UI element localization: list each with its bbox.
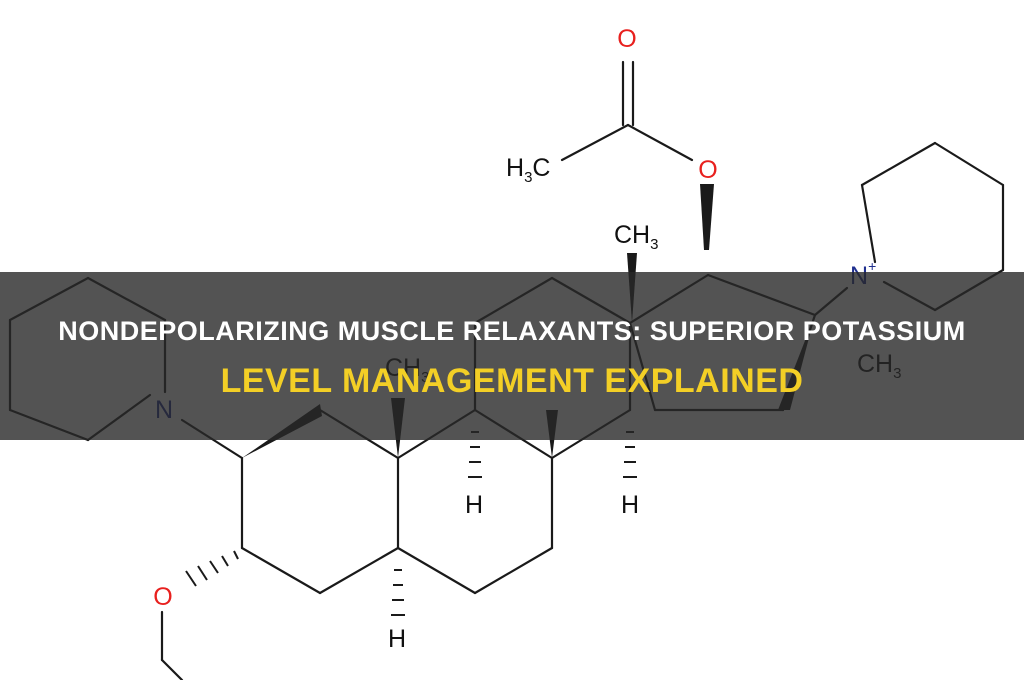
atom-methyl-h3c: H3C xyxy=(506,154,550,186)
banner-title-line-2: LEVEL MANAGEMENT EXPLAINED xyxy=(220,362,804,400)
wedge-o-c17 xyxy=(700,184,714,250)
steroid-ring-a xyxy=(160,404,405,680)
h3c-h: H xyxy=(506,154,524,182)
atom-hydrogen-c14: H xyxy=(621,491,639,519)
bond-b3 xyxy=(396,546,477,595)
h3c-subscript: 3 xyxy=(524,169,532,186)
bond-o-lower-acetyl xyxy=(160,658,184,680)
bond-a4 xyxy=(318,546,400,595)
h3c-c: C xyxy=(532,154,550,182)
acetyl-group xyxy=(560,60,714,250)
atom-hydrogen-c5: H xyxy=(388,625,406,653)
n-plus-charge: + xyxy=(868,258,876,274)
title-banner: NONDEPOLARIZING MUSCLE RELAXANTS: SUPERI… xyxy=(0,272,1024,440)
atom-methyl-c13: CH3 xyxy=(614,221,658,253)
bond-ring-r1 xyxy=(860,183,877,264)
bond-ring-r3 xyxy=(933,141,1005,187)
hash-c3-o xyxy=(185,550,239,587)
atom-oxygen-ester: O xyxy=(698,156,717,184)
banner-title-line-1: NONDEPOLARIZING MUSCLE RELAXANTS: SUPERI… xyxy=(58,316,966,346)
ch3-top-ch: CH xyxy=(614,221,650,249)
atom-hydrogen-c9: H xyxy=(465,491,483,519)
bond-b4 xyxy=(473,546,554,595)
bond-methyl-carbonyl xyxy=(560,123,630,162)
bond-carbonyl-ester-o xyxy=(626,123,694,162)
hash-c5-h xyxy=(391,569,405,616)
atom-oxygen-carbonyl: O xyxy=(617,25,636,53)
atom-oxygen-lower: O xyxy=(153,583,172,611)
bond-a3 xyxy=(240,546,322,595)
ch3-top-subscript: 3 xyxy=(650,236,658,253)
bond-ring-r2 xyxy=(860,141,937,187)
